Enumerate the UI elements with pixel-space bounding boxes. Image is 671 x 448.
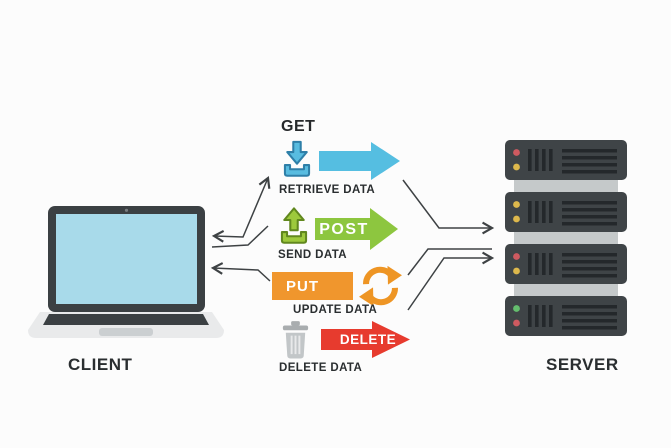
led-icon (513, 163, 520, 171)
laptop-keyboard (43, 314, 209, 325)
server-unit (505, 244, 627, 284)
server-label: SERVER (546, 355, 619, 374)
method-put-sublabel: UPDATE DATA (293, 304, 378, 316)
arrow-get-server (402, 179, 495, 235)
put-badge: PUT (272, 272, 353, 300)
server-unit (505, 140, 627, 180)
laptop-screen (56, 214, 197, 304)
arrow-delete-server (407, 251, 495, 311)
method-get-sublabel: RETRIEVE DATA (279, 184, 376, 196)
server-rack (505, 140, 627, 336)
refresh-icon (359, 265, 402, 307)
method-delete-sublabel: DELETE DATA (279, 362, 363, 374)
method-delete-label: DELETE (340, 332, 396, 347)
download-icon (283, 140, 311, 177)
laptop-trackpad (99, 328, 153, 336)
led-icon (513, 319, 520, 327)
led-icon (513, 267, 520, 275)
led-icon (513, 305, 520, 312)
method-put-label: PUT (286, 277, 319, 295)
server-unit (505, 296, 627, 336)
trash-icon (282, 321, 309, 359)
get-arrow (319, 142, 400, 180)
led-icon (513, 201, 520, 208)
webcam-icon (124, 208, 129, 212)
led-icon (513, 215, 520, 223)
method-post-label: POST (319, 221, 369, 238)
server-spine (514, 165, 618, 315)
method-get-label: GET (281, 118, 316, 135)
laptop-illustration (28, 206, 224, 338)
client-label: CLIENT (68, 355, 133, 374)
delete-arrow: DELETE (321, 321, 410, 358)
method-post-sublabel: SEND DATA (278, 249, 347, 261)
led-icon (513, 253, 520, 260)
led-icon (513, 149, 520, 156)
server-unit (505, 192, 627, 232)
post-arrow: POST (315, 208, 398, 250)
upload-icon (280, 207, 308, 244)
line-put-server (407, 248, 492, 276)
